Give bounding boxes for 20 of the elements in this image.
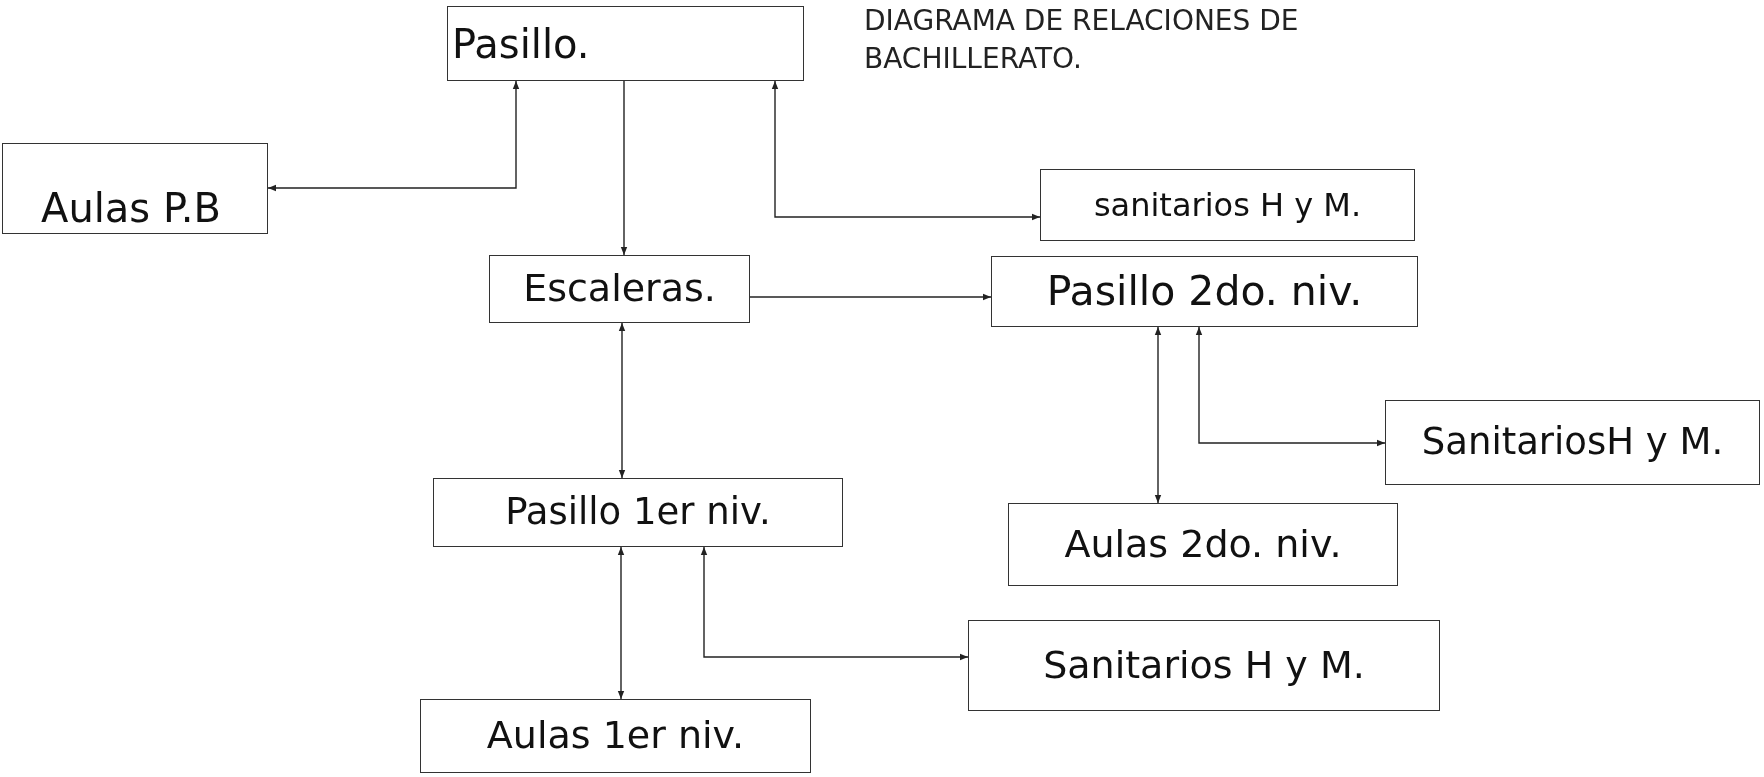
arrow <box>700 546 969 661</box>
arrow <box>267 80 520 192</box>
room-box: sanitarios H y M. <box>1040 169 1415 241</box>
room-box: Pasillo. <box>447 6 804 81</box>
arrow <box>1195 326 1386 447</box>
diagram-title: DIAGRAMA DE RELACIONES DE BACHILLERATO. <box>864 3 1300 77</box>
room-box: Sanitarios H y M. <box>968 620 1440 711</box>
room-box: Aulas 1er niv. <box>420 699 811 773</box>
room-box: Pasillo 2do. niv. <box>991 256 1418 327</box>
room-box: SanitariosH y M. <box>1385 400 1760 485</box>
arrow <box>749 293 992 301</box>
arrow <box>1154 326 1162 504</box>
room-box: Aulas P.B <box>2 143 268 234</box>
arrow <box>618 322 626 479</box>
room-box: Pasillo 1er niv. <box>433 478 843 547</box>
room-box: Escaleras. <box>489 255 750 323</box>
arrow <box>620 80 628 256</box>
arrow <box>617 546 625 700</box>
arrow <box>771 80 1041 221</box>
room-box: Aulas 2do. niv. <box>1008 503 1398 586</box>
